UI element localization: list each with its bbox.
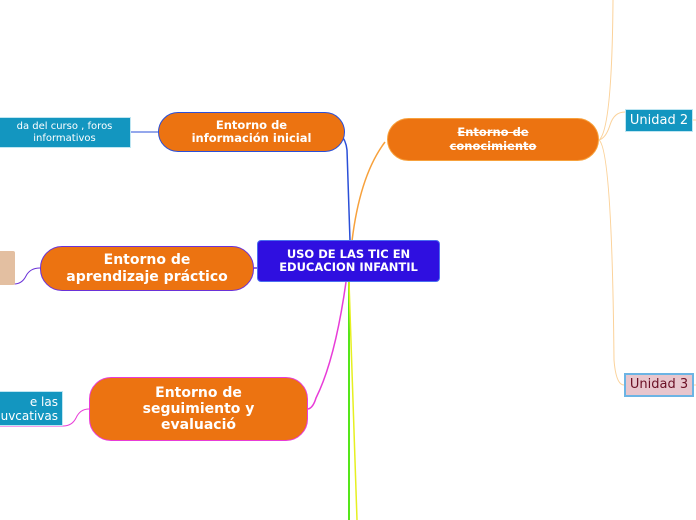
topic-seguimiento-evaluacion[interactable]: Entorno de seguimiento y evaluació — [89, 377, 308, 441]
central-topic[interactable]: USO DE LAS TIC EN EDUCACION INFANTIL — [257, 240, 440, 282]
central-topic-line1: USO DE LAS TIC EN — [286, 246, 411, 261]
subtopic-unidad-2[interactable]: Unidad 2 — [625, 109, 693, 132]
topic-label-line2: aprendizaje práctico — [66, 268, 228, 285]
topic-label-line1: Entorno de — [457, 125, 529, 140]
subtopic-seguimiento[interactable]: e las uvcativas — [0, 391, 63, 426]
topic-label-line2: conocimiento — [449, 138, 537, 153]
topic-label-line1: Entorno de — [155, 384, 242, 401]
subtopic-informacion[interactable]: da del curso , foros informativos — [0, 117, 131, 148]
subtopic-label-line2: informativos — [33, 133, 96, 144]
topic-label-line1: Entorno de — [103, 252, 191, 269]
subtopic-label-line1: e las — [29, 395, 58, 409]
subtopic-unidad-3[interactable]: Unidad 3 — [624, 373, 694, 397]
topic-conocimiento[interactable]: Entorno de conocimiento — [387, 118, 599, 161]
topic-label-line3: evaluació — [161, 417, 236, 434]
subtopic-label-line1: da del curso , foros — [16, 121, 113, 132]
subtopic-aprendizaje[interactable] — [0, 251, 15, 285]
topic-aprendizaje-practico[interactable]: Entorno de aprendizaje práctico — [40, 246, 254, 291]
topic-informacion-inicial[interactable]: Entorno de información inicial — [158, 112, 345, 152]
topic-label-line2: seguimiento y — [142, 400, 255, 417]
central-topic-line2: EDUCACION INFANTIL — [279, 260, 418, 274]
subtopic-label: Unidad 3 — [629, 377, 689, 393]
topic-label-line1: Entorno de — [215, 117, 288, 132]
subtopic-label: Unidad 2 — [629, 112, 689, 128]
topic-label-line2: información inicial — [191, 131, 312, 145]
subtopic-label-line2: uvcativas — [0, 409, 58, 424]
